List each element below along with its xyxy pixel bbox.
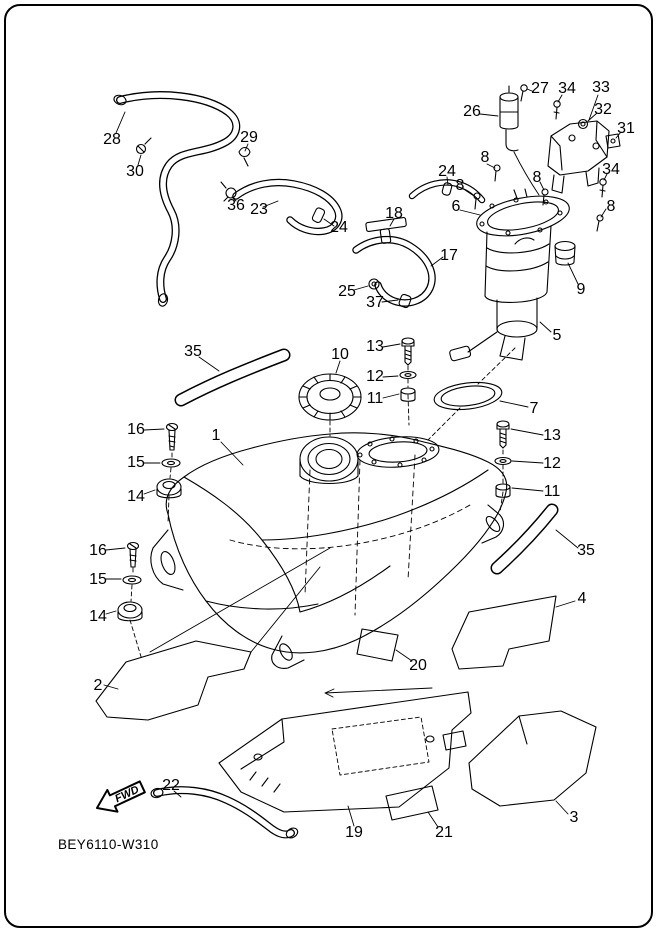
fuel-pump-5	[449, 225, 552, 362]
valve-26	[499, 85, 540, 196]
exploded-guide-lines	[149, 547, 433, 698]
pad-3	[468, 710, 597, 807]
fwd-marker: FWD	[96, 780, 146, 813]
screw-34-upper	[553, 100, 561, 120]
clamp-37	[398, 293, 412, 309]
clamp-screw-30	[135, 137, 152, 155]
screw-16-a	[165, 422, 179, 451]
bolt-13-b	[496, 420, 510, 449]
clamp-24-left	[311, 207, 326, 224]
bolt-8-a	[493, 164, 501, 182]
washer-12-b	[494, 456, 512, 466]
clamp-36	[220, 181, 237, 202]
tray-19	[218, 691, 472, 813]
screw-16-b	[126, 541, 140, 568]
pad-4	[451, 595, 557, 670]
hose-24-upper	[408, 179, 486, 204]
screw-34-lower	[599, 178, 607, 198]
collar-11-b	[495, 483, 511, 498]
pump-plate-6	[476, 188, 570, 237]
clip-31	[605, 133, 621, 149]
fuel-cap-10	[298, 373, 362, 421]
damper-9	[554, 240, 576, 266]
grommet-14-a	[156, 478, 182, 499]
diagram-border-frame	[4, 4, 653, 928]
clip-29	[238, 146, 251, 167]
washer-15-b	[122, 575, 142, 585]
pad-2	[95, 640, 252, 721]
pad-21	[385, 785, 439, 821]
joint-pipe-18	[365, 216, 407, 244]
hose-23	[232, 178, 343, 236]
collar-11-a	[400, 387, 416, 402]
diagram-code: BEY6110-W310	[58, 837, 159, 852]
fuel-tank-1	[150, 432, 508, 669]
hose-17	[352, 235, 436, 307]
leader-lines	[103, 88, 622, 828]
hose-28	[113, 91, 241, 307]
nut-25	[368, 278, 380, 290]
bolt-13-a	[401, 337, 415, 366]
gasket-7	[433, 381, 503, 411]
bolt-27	[520, 84, 528, 102]
pad-35-right	[490, 503, 559, 575]
hose-22	[150, 786, 299, 839]
bracket-33	[547, 120, 610, 194]
washer-15-a	[161, 458, 181, 468]
grommet-32	[577, 118, 589, 130]
fwd-label: FWD	[113, 784, 141, 805]
bolt-8-d	[596, 214, 604, 232]
alignment-lines	[129, 347, 516, 661]
washer-12-a	[399, 370, 417, 380]
pad-20	[356, 628, 399, 662]
grommet-14-b	[117, 601, 143, 622]
pad-35-left	[174, 348, 291, 407]
